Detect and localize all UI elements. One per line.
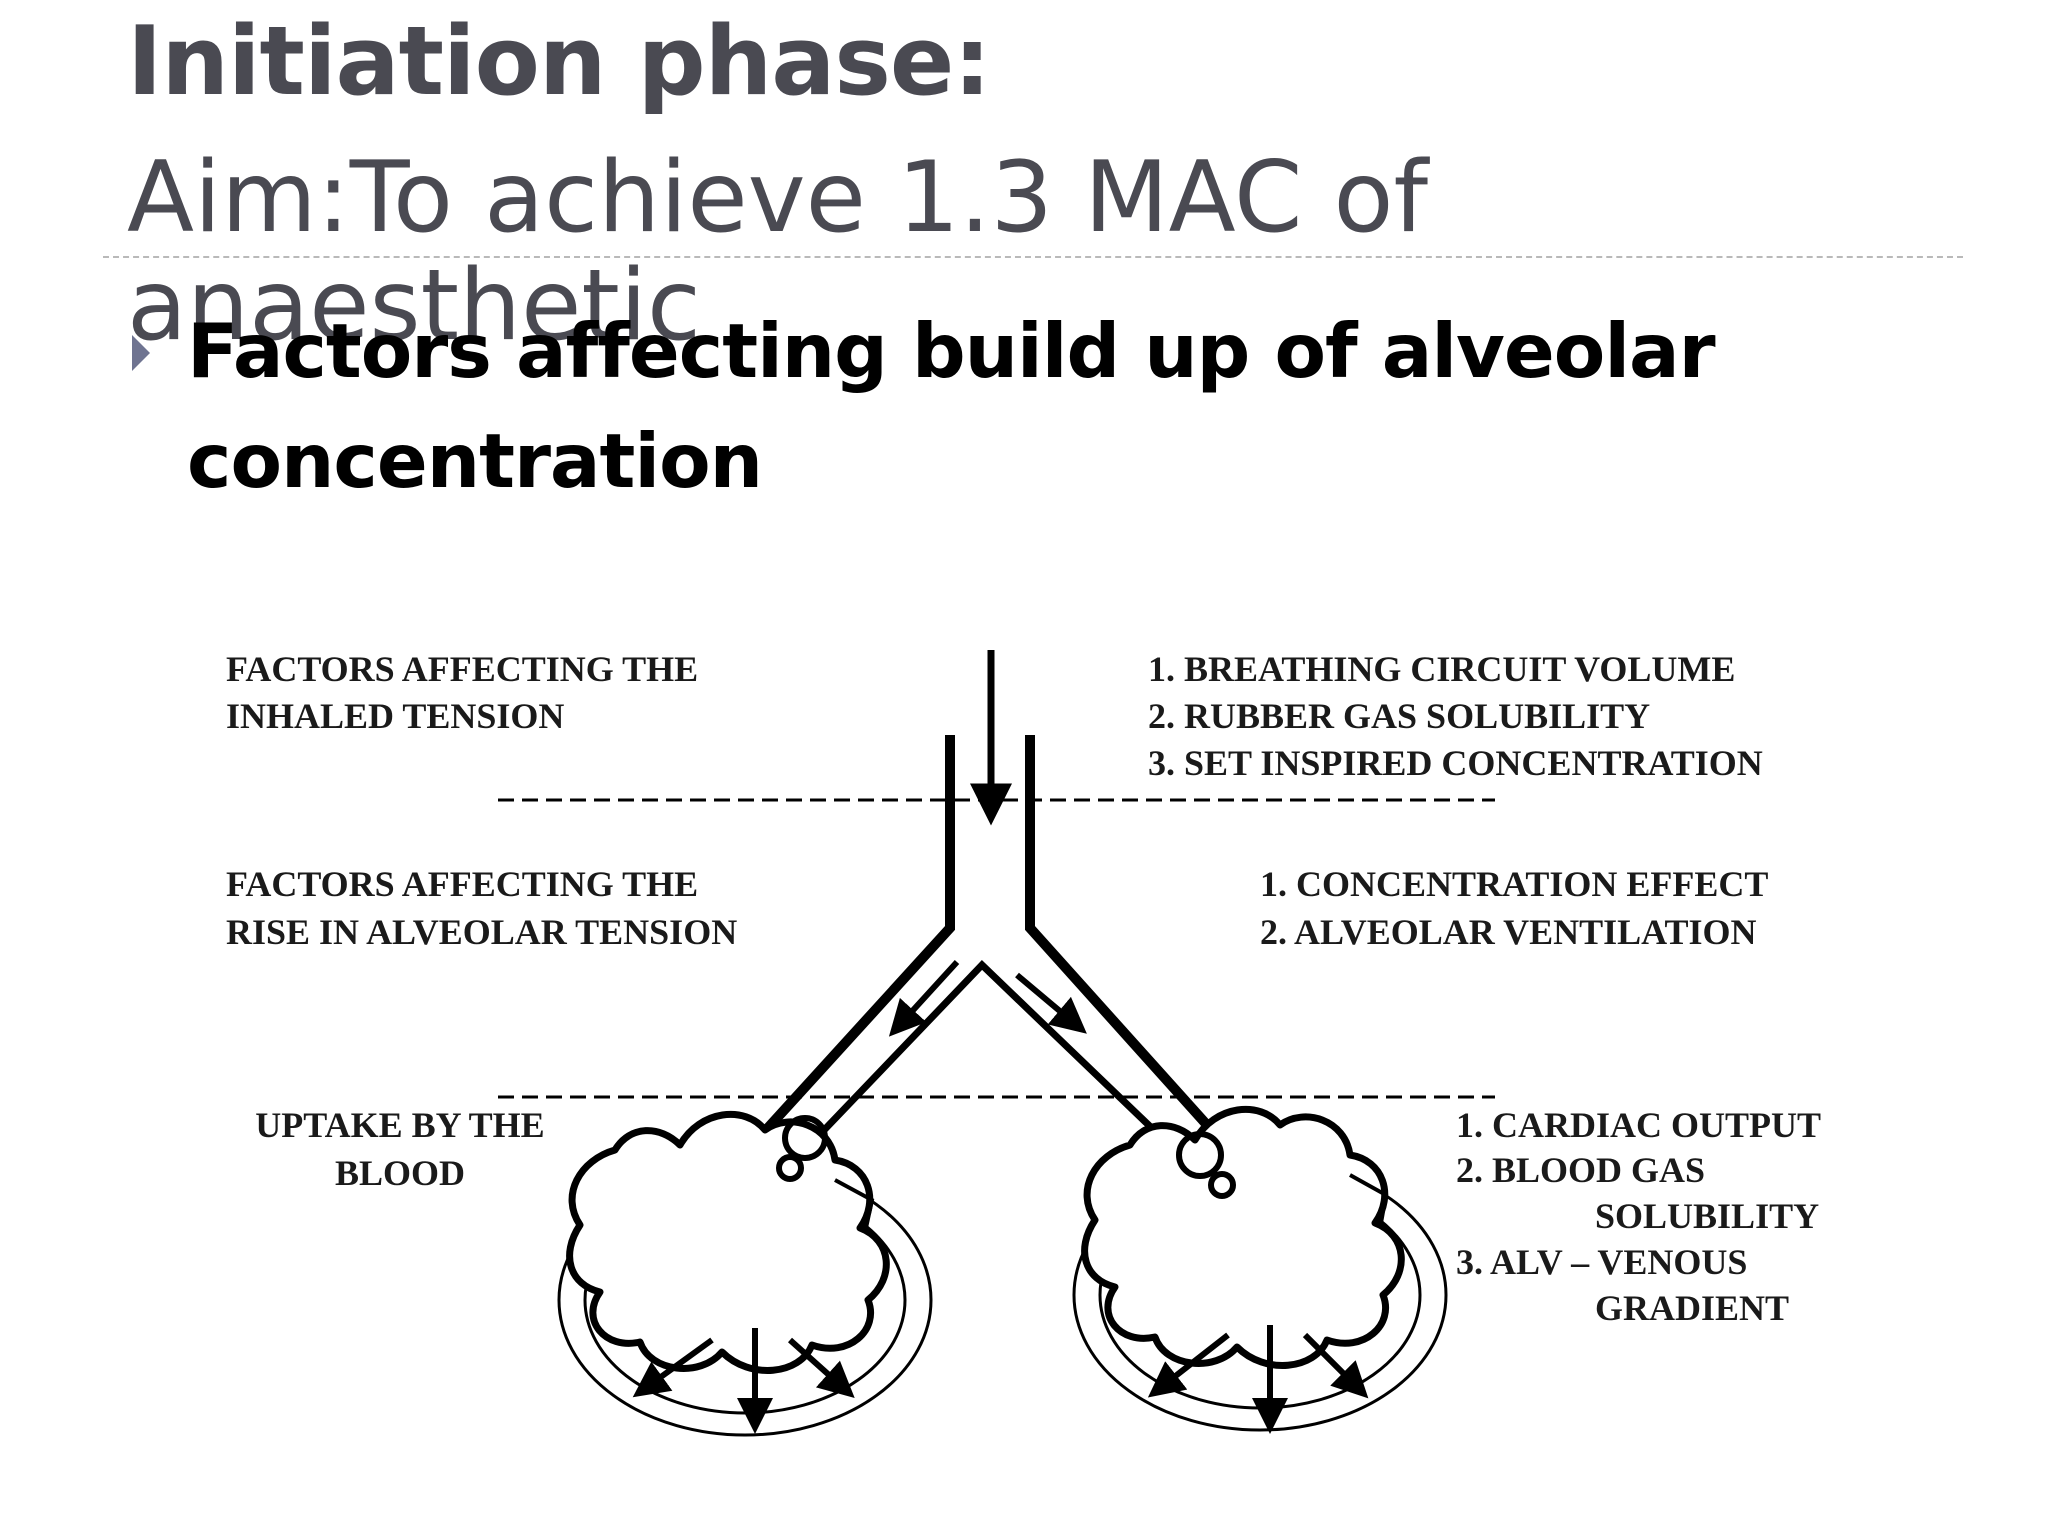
right-bronchus-arrow-icon bbox=[1015, 972, 1087, 1034]
alveolar-factor-2: 2. ALVEOLAR VENTILATION bbox=[1260, 912, 1756, 952]
page-title: Initiation phase: bbox=[127, 7, 991, 117]
uptake-factor-3-cont: GRADIENT bbox=[1595, 1288, 1789, 1328]
page-subtitle: Aim:To achieve 1.3 MAC of anaesthetic bbox=[127, 141, 1428, 363]
inhaled-factor-1: 1. BREATHING CIRCUIT VOLUME bbox=[1148, 649, 1735, 689]
alveolar-factor-1: 1. CONCENTRATION EFFECT bbox=[1260, 864, 1768, 904]
left-bronchus-arrow-icon bbox=[888, 959, 960, 1037]
inhaled-heading-line-2: INHALED TENSION bbox=[226, 696, 564, 736]
uptake-heading-line-1: UPTAKE BY THE bbox=[255, 1105, 544, 1145]
inhaled-heading-line-1: FACTORS AFFECTING THE bbox=[226, 649, 698, 689]
slide-title: Initiation phase: Aim:To achieve 1.3 MAC… bbox=[127, 10, 1987, 361]
bullet-point: Factors affecting build up of alveolar c… bbox=[187, 296, 1837, 516]
alveolar-heading-line-1: FACTORS AFFECTING THE bbox=[226, 864, 698, 904]
inhaled-factor-2: 2. RUBBER GAS SOLUBILITY bbox=[1148, 696, 1650, 736]
uptake-factor-3: 3. ALV – VENOUS bbox=[1456, 1242, 1747, 1282]
uptake-factor-2: 2. BLOOD GAS bbox=[1456, 1150, 1705, 1190]
right-alveolus bbox=[1072, 1106, 1448, 1434]
left-alveolus bbox=[557, 1111, 933, 1437]
uptake-factor-2-cont: SOLUBILITY bbox=[1595, 1196, 1819, 1236]
uptake-factor-1: 1. CARDIAC OUTPUT bbox=[1456, 1105, 1821, 1145]
inhaled-factor-3: 3. SET INSPIRED CONCENTRATION bbox=[1148, 743, 1763, 783]
trachea-left-wall bbox=[762, 735, 955, 1134]
alveolar-heading-line-2: RISE IN ALVEOLAR TENSION bbox=[226, 912, 737, 952]
bullet-line-2: concentration bbox=[187, 417, 763, 505]
title-divider bbox=[103, 256, 1963, 258]
triangle-bullet-icon bbox=[132, 335, 150, 371]
bullet-line-1: Factors affecting build up of alveolar bbox=[187, 307, 1716, 395]
trachea-right-wall bbox=[1025, 735, 1229, 1149]
uptake-heading-line-2: BLOOD bbox=[335, 1153, 465, 1193]
bronchus-inner-wall bbox=[802, 960, 1188, 1163]
